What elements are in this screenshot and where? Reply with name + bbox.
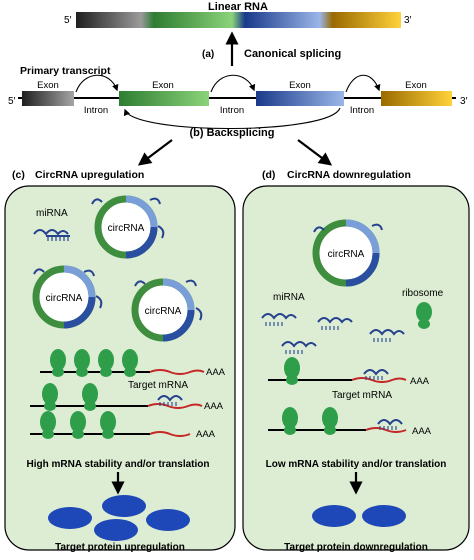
- linear-rna: Linear RNA 5′ 3′: [64, 1, 412, 28]
- arrow-to-panel-d: [297, 139, 333, 166]
- backsplicing-text: (b) Backsplicing: [190, 127, 275, 139]
- mrna-d1: [268, 357, 407, 385]
- protein-cluster-c: [48, 495, 190, 541]
- protein-result-c: Target protein upregulation: [55, 542, 185, 553]
- poly-a-c2: AAA: [204, 401, 224, 412]
- circrna-d: [312, 219, 383, 287]
- primary-transcript-title: Primary transcript: [20, 65, 111, 77]
- panel-d-cell: [242, 185, 470, 551]
- linear-rna-3-end: 3′: [404, 15, 412, 26]
- panel-c-label: (c): [12, 169, 25, 181]
- primary-transcript: Primary transcript 5′ 3′ Exon Exon Exon …: [8, 65, 468, 139]
- outcome-d: Low mRNA stability and/or translation: [266, 459, 447, 470]
- panel-d-title: CircRNA downregulation: [287, 169, 411, 181]
- poly-a-d1: AAA: [410, 376, 430, 387]
- protein-cluster-d: [312, 505, 406, 527]
- panel-c: (c) CircRNA upregulation miRNA circRNA c…: [4, 169, 236, 553]
- mirna-free: [33, 229, 70, 241]
- panel-d-label: (d): [262, 169, 275, 181]
- mirna-label-c: miRNA: [36, 208, 68, 219]
- ribosome-icon: [416, 302, 432, 329]
- mrna-c1: [40, 349, 205, 377]
- circrna-label-c1: circRNA: [108, 223, 145, 234]
- intron-label-2: Intron: [220, 105, 244, 116]
- exon-3: [256, 91, 344, 106]
- circrna-label-c2: circRNA: [46, 293, 83, 304]
- arrow-to-panel-c: [137, 139, 173, 166]
- exon-1: [22, 91, 74, 106]
- mirna-label-d: miRNA: [273, 292, 305, 303]
- ribosome-label: ribosome: [402, 288, 444, 299]
- exon-label-1: Exon: [37, 80, 59, 91]
- splice-loop-2: [210, 74, 256, 93]
- backsplicing-arc: [123, 107, 341, 130]
- panel-d: (d) CircRNA downregulation circRNA miRNA: [242, 169, 470, 553]
- mrna-c2: [30, 383, 203, 411]
- poly-a-d2: AAA: [412, 426, 432, 437]
- circrna-c3: [131, 278, 203, 342]
- circrna-c2: [32, 265, 103, 329]
- circrna-label-d: circRNA: [328, 249, 365, 260]
- exon-label-4: Exon: [405, 80, 427, 91]
- mrna-d2: [268, 407, 407, 435]
- splice-loop-1: [75, 74, 119, 93]
- poly-a-c1: AAA: [206, 367, 226, 378]
- exon-label-2: Exon: [152, 80, 174, 91]
- mrna-c3: [30, 411, 191, 439]
- splice-loop-3: [345, 74, 381, 93]
- protein-result-d: Target protein downregulation: [284, 542, 428, 553]
- circrna-c1: [91, 195, 165, 259]
- intron-label-3: Intron: [350, 105, 374, 116]
- exon-4: [381, 91, 452, 106]
- step-a-label: (a): [202, 49, 214, 60]
- linear-rna-bar: [76, 12, 401, 28]
- linear-rna-5-end: 5′: [64, 15, 72, 26]
- linear-rna-title: Linear RNA: [208, 1, 268, 13]
- primary-3-end: 3′: [460, 96, 468, 107]
- outcome-c: High mRNA stability and/or translation: [27, 459, 210, 470]
- target-mrna-label-d: Target mRNA: [332, 390, 392, 401]
- intron-label-1: Intron: [84, 105, 108, 116]
- exon-label-3: Exon: [289, 80, 311, 91]
- circrna-label-c3: circRNA: [145, 306, 182, 317]
- panel-c-title: CircRNA upregulation: [35, 169, 144, 181]
- primary-5-end: 5′: [8, 96, 16, 107]
- canonical-splicing-text: Canonical splicing: [244, 48, 341, 60]
- target-mrna-label-c: Target mRNA: [128, 380, 188, 391]
- exon-2: [119, 91, 209, 106]
- canonical-splicing-step: (a) Canonical splicing: [202, 31, 341, 66]
- poly-a-c3: AAA: [196, 429, 216, 440]
- mirna-cluster-d: [261, 313, 405, 354]
